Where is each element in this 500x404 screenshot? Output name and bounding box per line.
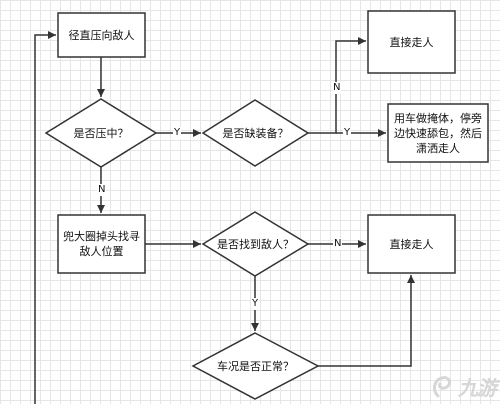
edge-loop-back	[34, 31, 56, 404]
jiuyou-logo-icon	[433, 376, 452, 398]
node-lack-equipment: 是否缺装备？	[222, 126, 289, 140]
edge-vehicle-to-leave	[318, 275, 415, 367]
node-take-cover-shape	[387, 103, 489, 163]
label-lack-no: N	[332, 82, 342, 94]
label-found-yes: Y	[251, 298, 260, 310]
label-lack-yes: Y	[343, 127, 352, 139]
node-lack-equipment-shape	[201, 99, 310, 167]
node-leave-top-shape	[367, 10, 456, 74]
node-take-cover: 用车做掩体，停旁边快速舔包，然后潇洒走人	[394, 111, 482, 155]
node-leave-directly-top: 直接走人	[389, 35, 434, 49]
node-leave-directly-mid: 直接走人	[389, 237, 434, 251]
label-found-no: N	[333, 238, 343, 250]
node-circle-search: 兜大圈掉头找寻敌人位置	[63, 230, 140, 258]
node-approach-enemy-shape	[57, 12, 146, 58]
label-suppressed-yes: Y	[173, 127, 182, 139]
node-approach-enemy: 径直压向敌人	[68, 28, 135, 42]
watermark-brand: 九游	[458, 376, 497, 400]
node-vehicle-ok: 车况是否正常？	[217, 359, 294, 373]
label-suppressed-no: N	[97, 184, 107, 196]
node-found-enemy: 是否找到敌人？	[217, 237, 294, 251]
node-vehicle-ok-shape	[191, 332, 320, 400]
node-is-suppressed: 是否压中？	[73, 126, 129, 140]
node-leave-mid-shape	[367, 214, 456, 274]
